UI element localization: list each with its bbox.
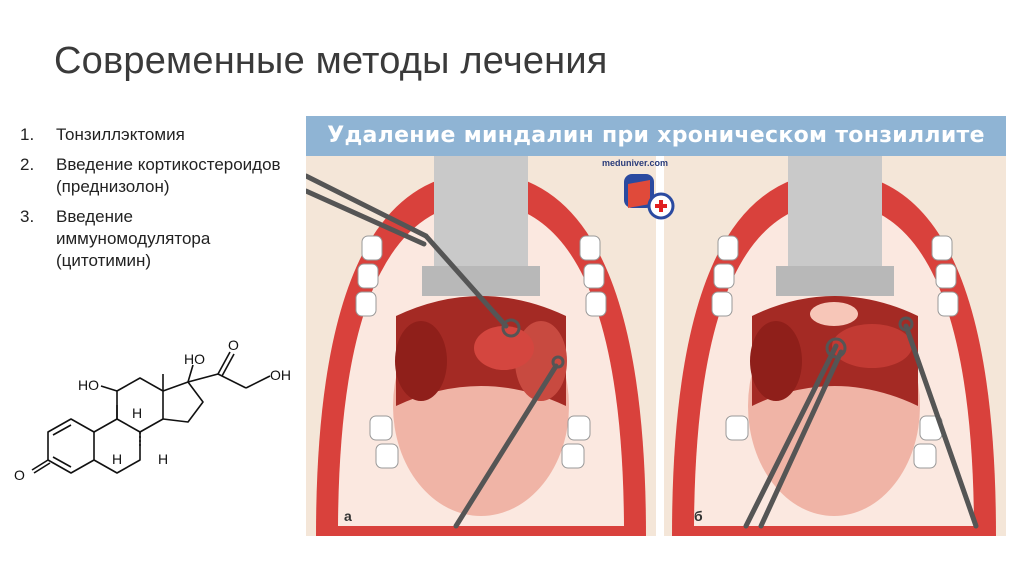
hydrogen-label: H xyxy=(112,451,122,467)
hydrogen-label: H xyxy=(158,451,168,467)
figure-banner xyxy=(306,116,1006,156)
list-text: Введение кортикостероидов (преднизолон) xyxy=(56,155,281,196)
list-number: 2. xyxy=(20,155,35,174)
list-item: 2. Введение кортикостероидов (преднизоло… xyxy=(20,154,290,198)
list-number: 3. xyxy=(20,207,35,226)
tonsillectomy-figure: Удаление миндалин при хроническом тонзил… xyxy=(306,116,1006,536)
hydroxyl-label: HO xyxy=(78,377,99,393)
hydroxyl-label: HO xyxy=(184,351,205,367)
carbonyl-label: O xyxy=(228,337,239,353)
figure-banner-title: Удаление миндалин при хроническом тонзил… xyxy=(327,123,985,148)
prednisolone-structure: HO HO O OH O H H H xyxy=(14,337,291,483)
panel-a-label: а xyxy=(344,508,352,524)
list-text: Тонзиллэктомия xyxy=(56,125,185,144)
list-text: Введение иммуномодулятора (цитотимин) xyxy=(56,207,211,270)
illustration-svg xyxy=(306,156,1006,536)
hydroxyl-label: OH xyxy=(270,367,291,383)
slide-title: Современные методы лечения xyxy=(54,40,608,82)
list-item: 3. Введение иммуномодулятора (цитотимин) xyxy=(20,206,290,272)
carbonyl-label: O xyxy=(14,467,25,483)
list-number: 1. xyxy=(20,125,35,144)
meduniver-logo xyxy=(624,174,675,220)
list-item: 1. Тонзиллэктомия xyxy=(20,124,290,146)
panel-b-illustration xyxy=(664,156,1006,536)
site-watermark: meduniver.com xyxy=(602,158,669,168)
panel-b-label: б xyxy=(694,508,703,524)
panel-a-illustration xyxy=(306,156,656,536)
hydrogen-label: H xyxy=(132,405,142,421)
treatment-list: 1. Тонзиллэктомия 2. Введение кортикосте… xyxy=(20,124,290,280)
